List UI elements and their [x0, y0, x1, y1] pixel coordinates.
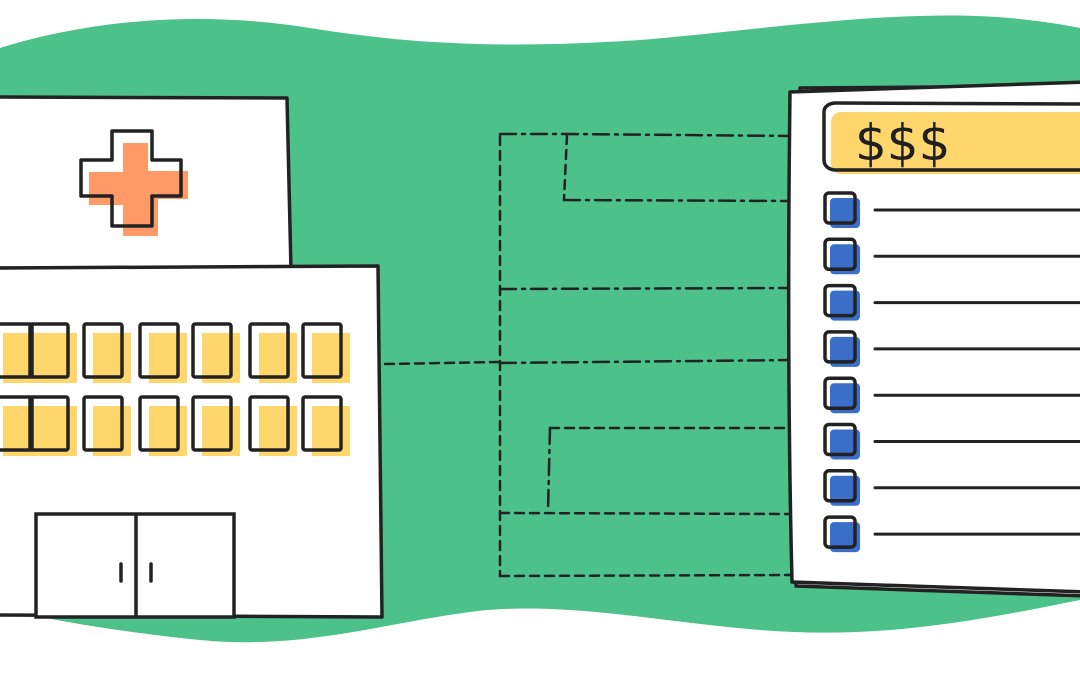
checkbox-icon — [830, 383, 860, 414]
price-list-item — [823, 515, 1080, 553]
price-header: $$$ — [822, 101, 1080, 174]
price-list-item — [823, 422, 1080, 460]
checkbox-icon — [830, 290, 860, 321]
hospital-window — [301, 395, 350, 456]
hospital-window — [191, 395, 240, 456]
checkbox-icon — [830, 336, 860, 367]
price-list-item — [823, 469, 1080, 506]
price-list-item — [823, 283, 1080, 321]
hospital-window — [28, 322, 77, 383]
hospital-window — [138, 322, 187, 383]
price-list-item — [823, 330, 1080, 367]
checkbox-icon — [830, 198, 860, 228]
hospital-door — [34, 512, 236, 619]
checkbox-icon — [830, 429, 860, 460]
hospital-window — [248, 395, 297, 456]
checkbox-icon — [830, 475, 860, 506]
hospital-window — [0, 395, 41, 456]
checkbox-icon — [830, 244, 860, 275]
hospital-window — [191, 322, 240, 383]
hospital-window — [0, 322, 41, 383]
hospital-window — [82, 322, 131, 383]
checkbox-icon — [830, 522, 860, 553]
dashed-connector-lines — [383, 132, 797, 578]
hospital-window — [248, 322, 297, 383]
medical-cross-icon — [79, 129, 188, 236]
price-header-text: $$$ — [855, 114, 950, 172]
hospital-window — [82, 395, 131, 456]
price-list-document: $$$ — [786, 80, 1080, 598]
price-list-item — [823, 376, 1080, 414]
hospital-window — [28, 395, 77, 456]
price-list-item — [823, 237, 1080, 275]
hospital-window — [138, 395, 187, 456]
hospital-windows — [0, 322, 350, 456]
hospital-building — [0, 95, 384, 619]
price-list-item — [823, 191, 1080, 228]
price-checklist — [823, 191, 1080, 553]
hospital-window — [301, 322, 350, 383]
